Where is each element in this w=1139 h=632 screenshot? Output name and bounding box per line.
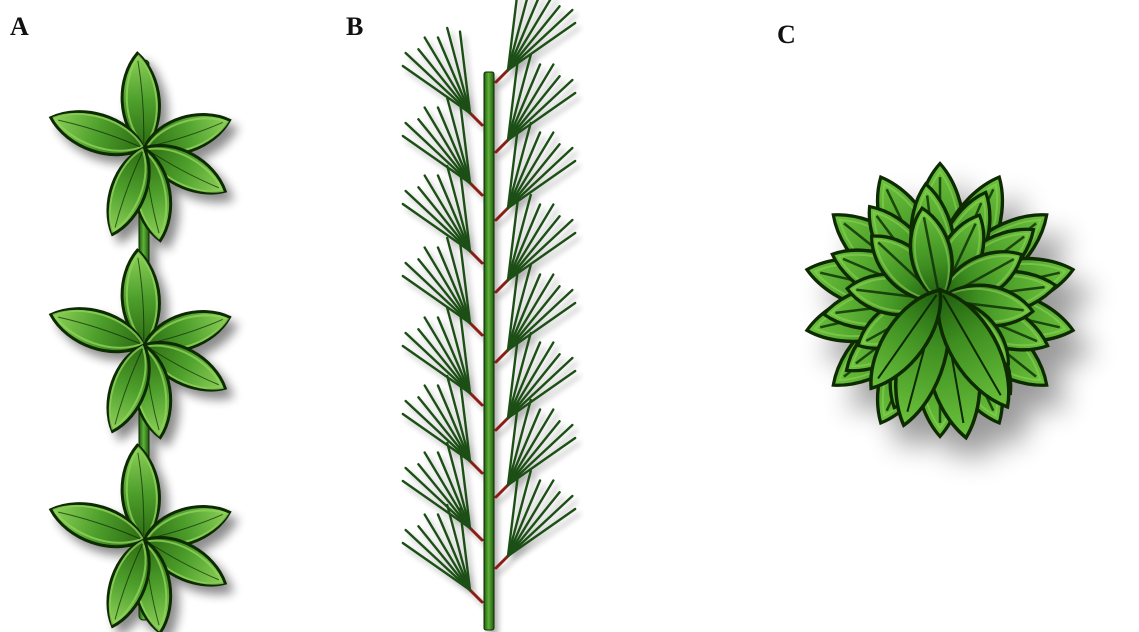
leaf-whorl: [45, 52, 235, 244]
needle-fascicle: [403, 28, 482, 125]
leaf-whorl: [45, 249, 235, 441]
panel-c-rosette-plant: [802, 164, 1079, 443]
panel-a-whorled-plant: [45, 52, 235, 632]
needle: [508, 496, 572, 556]
panel-b-fascicled-plant: [403, 0, 575, 630]
needle: [406, 530, 470, 590]
stem: [484, 72, 494, 630]
leaf-whorl: [45, 444, 235, 632]
needle-fascicle: [496, 0, 575, 82]
